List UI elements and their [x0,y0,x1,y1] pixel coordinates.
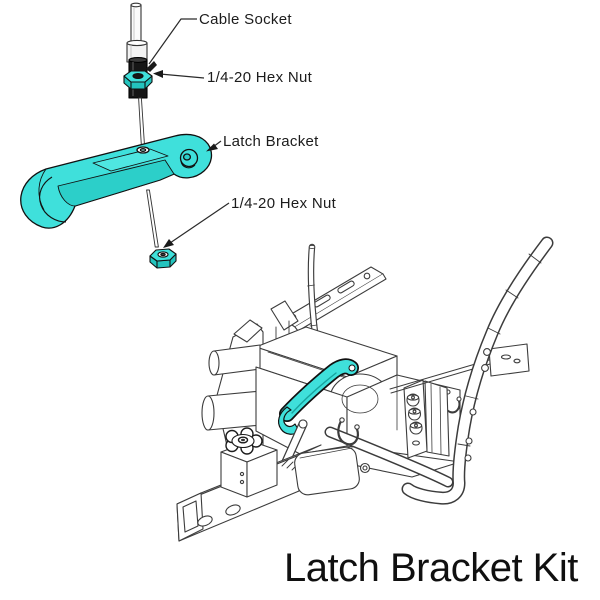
exploded-view [21,3,229,268]
label-hex-nut-top: 1/4-20 Hex Nut [207,69,313,86]
cross-rod [330,432,448,482]
leader-hex-nut-bottom [163,203,229,248]
mount-plates [404,380,449,458]
star-knob [226,428,262,454]
latch-bracket-part [21,134,212,228]
label-hex-nut-bottom: 1/4-20 Hex Nut [231,195,337,212]
latch-bracket-installed [279,365,355,434]
tube-bracket-plate [489,344,529,376]
leader-latch-bracket [206,141,221,152]
handle-tube [408,243,547,498]
label-cable-socket: Cable Socket [199,11,292,28]
leader-hex-nut-top [153,70,204,78]
leader-cable-socket [146,19,197,72]
stack-knobs [407,394,422,434]
threaded-rod-part [139,98,145,150]
assembled-view [177,243,547,541]
leader-lines [146,19,229,248]
page-title: Latch Bracket Kit [284,546,578,590]
clamp-box [221,441,277,497]
threaded-rod-lower [147,190,159,247]
hex-nut-top-part [124,71,152,89]
hex-nut-bottom-part [150,249,176,268]
slotted-bar [271,267,386,350]
label-latch-bracket: Latch Bracket [223,133,319,150]
foot-plate [293,446,360,496]
